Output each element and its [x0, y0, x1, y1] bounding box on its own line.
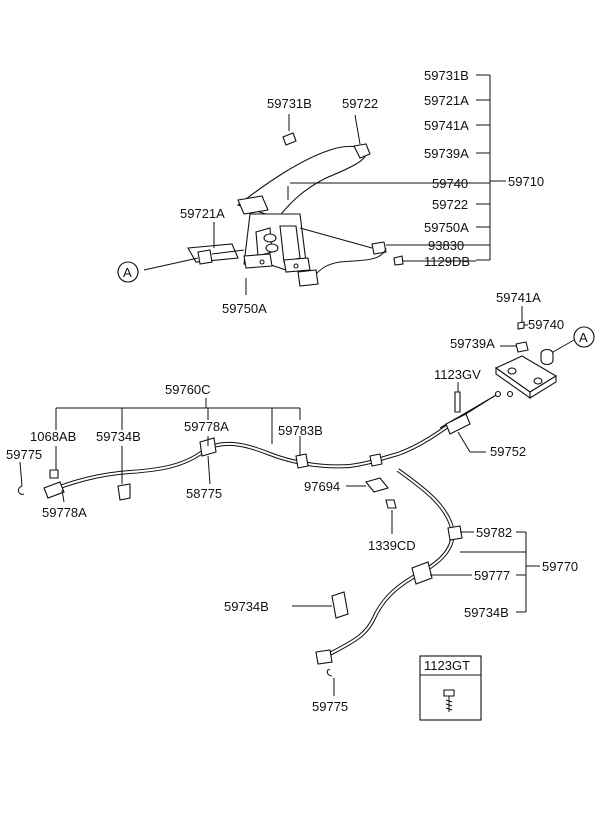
label-97694: 97694: [304, 479, 340, 494]
right-leader-lines: [457, 306, 575, 392]
label-1129db-group: 1129DB: [424, 254, 470, 269]
label-1123gv: 1123GV: [434, 367, 481, 382]
label-59760c: 59760C: [165, 382, 211, 397]
marker-a-left-text: A: [123, 265, 132, 280]
label-59778a-bottom: 59778A: [42, 505, 87, 520]
parking-brake-lever-assembly: [187, 132, 404, 287]
label-59750a: 59750A: [222, 301, 267, 316]
label-59739a: 59739A: [450, 336, 495, 351]
label-1123gt: 1123GT: [424, 658, 470, 673]
label-58775: 58775: [186, 486, 222, 501]
label-59775-front: 59775: [6, 447, 42, 462]
middle-parts: [346, 477, 397, 534]
label-59770-assembly: 59770: [542, 559, 578, 574]
rear-leader-lines: [292, 531, 540, 696]
reference-marker-a-left: A: [117, 261, 139, 283]
label-59722-group: 59722: [432, 197, 468, 212]
screw-icon: [443, 689, 455, 712]
label-59740: 59740: [528, 317, 564, 332]
front-leader-lines: [19, 398, 486, 503]
label-59782: 59782: [476, 525, 512, 540]
label-1339cd: 1339CD: [368, 538, 416, 553]
marker-a-right-text: A: [579, 330, 588, 345]
label-59783b: 59783B: [278, 423, 323, 438]
label-59740-group: 59740: [432, 176, 468, 191]
label-59734b-rear-group: 59734B: [464, 605, 509, 620]
label-59775-rear: 59775: [312, 699, 348, 714]
reference-marker-a-right: A: [573, 326, 595, 348]
rear-cable-59770: [315, 468, 463, 677]
label-59734b-rear: 59734B: [224, 599, 269, 614]
label-59750a-group: 59750A: [424, 220, 469, 235]
label-59721a-group: 59721A: [424, 93, 469, 108]
label-59731b-group: 59731B: [424, 68, 469, 83]
label-59741a-group: 59741A: [424, 118, 469, 133]
upper-leader-lines: [143, 74, 506, 295]
label-59739a-group: 59739A: [424, 146, 469, 161]
label-59752: 59752: [490, 444, 526, 459]
front-cable-59760c: [17, 390, 514, 501]
label-59778a-top: 59778A: [184, 419, 229, 434]
label-59721a: 59721A: [180, 206, 225, 221]
label-59710-assembly: 59710: [508, 174, 544, 189]
label-59741a: 59741A: [496, 290, 541, 305]
label-59722: 59722: [342, 96, 378, 111]
inset-box-1123gt: 1123GT: [419, 655, 482, 721]
label-59777: 59777: [474, 568, 510, 583]
label-1068ab: 1068AB: [30, 429, 76, 444]
label-93830-group: 93830: [428, 238, 464, 253]
equalizer-bracket-parts: [454, 321, 558, 413]
label-59734b-front: 59734B: [96, 429, 141, 444]
label-59731b: 59731B: [267, 96, 312, 111]
